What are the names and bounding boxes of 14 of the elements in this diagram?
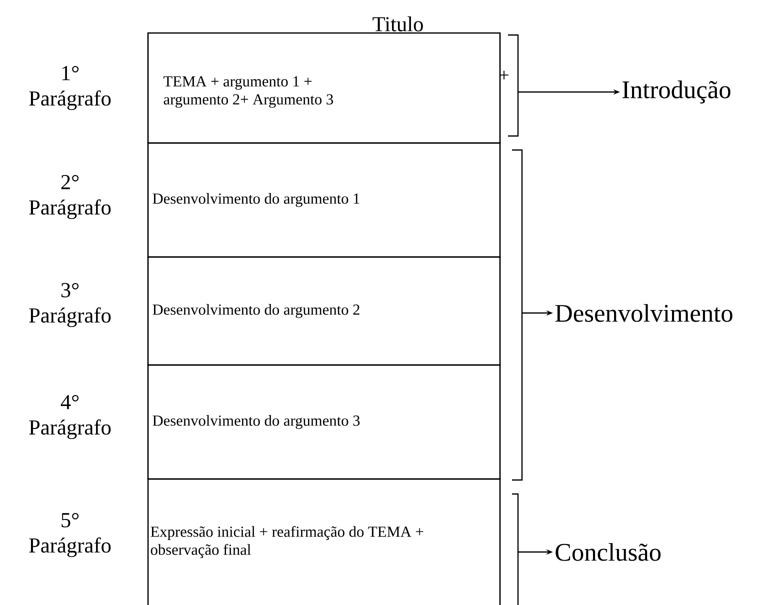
section-label: Conclusão <box>556 543 661 561</box>
paragraph-label: 1° Parágrafo <box>29 66 111 110</box>
paragraph-label: 5° Parágrafo <box>29 512 111 558</box>
section-label: Desenvolvimento <box>555 304 732 322</box>
paragraph-label: 4° Parágrafo <box>29 394 111 440</box>
title: Titulo <box>372 16 423 32</box>
section-label: Introdução <box>622 80 730 104</box>
paragraph-box: Desenvolvimento do argumento 3 <box>147 364 501 480</box>
paragraph-box: Expressão inicial + reafirmação do TEMA + observação final <box>147 478 501 605</box>
paragraph-label: 2° Parágrafo <box>29 174 111 220</box>
paragraph-box: TEMA + argumento 1 + argumento 2+ Argumento 3 <box>147 32 501 144</box>
paragraph-label: 3° Parágrafo <box>29 282 111 328</box>
paragraph-box: Desenvolvimento do argumento 1 <box>147 142 501 258</box>
paragraph-box: Desenvolvimento do argumento 2 <box>147 256 501 366</box>
